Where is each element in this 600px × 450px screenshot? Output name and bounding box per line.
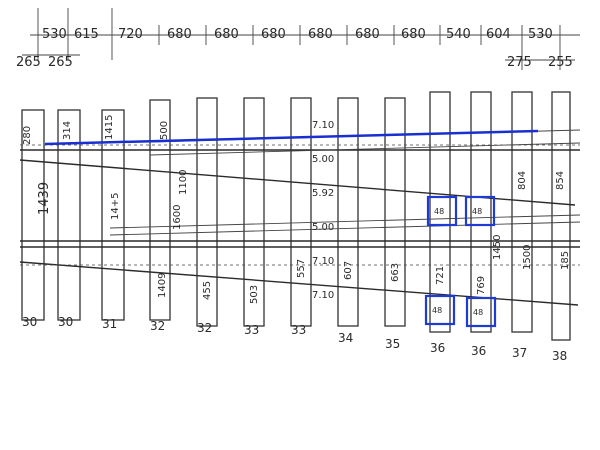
diagonal-label: 7.10 [312,256,334,267]
cross-label: 769 [476,276,487,295]
sleeper-number: 34 [338,331,353,345]
top-spacing-label: 680 [401,27,426,42]
top-offset-label: 275 [507,55,532,70]
sleeper-number: 30 [22,315,37,329]
diagonal-labels: 7.10 5.00 5.92 5.00 7.10 7.10 [312,120,334,301]
top-dimension-line [22,8,580,70]
sleeper [470,91,492,333]
sleeper-number: 32 [150,319,165,333]
top-offset-label: 255 [548,55,573,70]
cross-label: 804 [517,171,528,190]
sleeper [101,109,125,321]
sleeper [57,109,81,321]
mid-labels: 1100 500 1600 1409 [157,121,189,298]
top-spacing-labels: 530 615 720 680 680 680 680 680 680 540 … [42,27,553,42]
sleeper-number: 38 [552,349,567,363]
sleeper-number: 36 [471,344,486,358]
box-label: 48 [473,308,483,317]
cross-label: 607 [343,261,354,280]
sleeper [290,97,312,327]
sleeper-numbers: 30 30 31 32 32 33 33 34 35 36 36 37 38 [22,315,567,363]
diagonal-label: 5.00 [312,154,334,165]
sleeper-number: 33 [244,323,259,337]
sleeper-number: 37 [512,346,527,360]
sleeper [196,97,218,327]
sleeper [384,97,406,327]
left-label: 14+5 [110,193,121,220]
top-spacing-label: 680 [214,27,239,42]
sleeper [511,91,533,333]
top-spacing-label: 530 [528,27,553,42]
left-label: 1415 [104,115,115,140]
mid-label: 500 [159,121,170,140]
highlight-boxes: 48 48 48 48 [424,195,497,328]
cross-label: 557 [296,259,307,278]
top-spacing-label: 720 [118,27,143,42]
mid-label: 1100 [178,170,189,195]
top-spacing-label: 680 [355,27,380,42]
diagonal-label: 5.92 [312,188,334,199]
top-offset-label: 265 [16,55,41,70]
mid-label: 1600 [172,205,183,230]
highlight-box [426,195,458,227]
cross-label: 854 [555,171,566,190]
diagonal-label: 5.00 [312,222,334,233]
cross-label: 721 [435,266,446,285]
cross-label: 663 [390,263,401,282]
cross-label: 1450 [492,235,503,260]
sleeper-number: 32 [197,321,212,335]
cross-label: 455 [202,281,213,300]
sleeper [243,97,265,327]
highlight-box [465,296,497,328]
sleeper-number: 36 [430,341,445,355]
sleeper-number: 35 [385,337,400,351]
top-spacing-label: 604 [486,27,511,42]
box-label: 48 [472,207,482,216]
top-spacing-label: 680 [167,27,192,42]
sleeper-number: 31 [102,317,117,331]
top-offset-labels: 265 265 275 255 [16,55,573,70]
cross-label: 1500 [522,245,533,270]
box-label: 48 [434,207,444,216]
sleeper [429,91,451,333]
top-spacing-label: 530 [42,27,67,42]
cross-labels: 455 503 557 607 663 721 769 804 854 1450… [202,171,571,304]
left-label: 1439 [37,182,52,215]
sleeper-number: 30 [58,315,73,329]
box-label: 48 [432,306,442,315]
left-labels: 280 314 1439 14+5 1415 [22,115,121,220]
diagonal-label: 7.10 [312,290,334,301]
top-spacing-label: 615 [74,27,99,42]
highlight-box [424,294,456,326]
sleeper [21,109,45,321]
top-spacing-label: 680 [308,27,333,42]
cross-label: 185 [560,251,571,270]
diagonal-label: 7.10 [312,120,334,131]
mid-label: 1409 [157,273,168,298]
left-label: 314 [62,121,73,140]
highlight-box [464,195,496,227]
top-spacing-label: 680 [261,27,286,42]
top-spacing-label: 540 [446,27,471,42]
highlighted-switch-rail [44,129,539,146]
top-offset-label: 265 [48,55,73,70]
sleeper [337,97,359,327]
sleeper-number: 33 [291,323,306,337]
cross-label: 503 [249,285,260,304]
left-label: 280 [22,126,33,145]
